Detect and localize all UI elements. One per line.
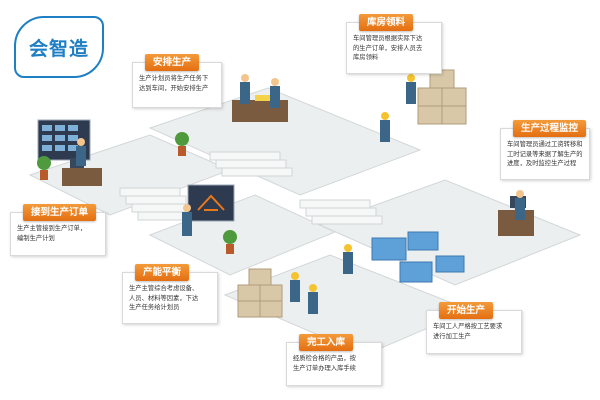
step-title-monitor: 生产过程监控 <box>513 120 587 137</box>
step-title-start: 开始生产 <box>439 302 494 319</box>
stairs-right <box>299 199 383 225</box>
step-title-order: 接到生产订单 <box>23 204 97 221</box>
step-card-warehouse: 库房领料 车间管理员根据实际下达 的生产订单，安排人员去 库房领料 <box>346 14 442 74</box>
wall-chart-grid <box>42 125 78 151</box>
step-card-finish: 完工入库 经质检合格的产品，按 生产订单办理入库手续 <box>286 334 382 386</box>
production-machines <box>371 231 465 283</box>
potted-plants <box>37 132 237 254</box>
stairs-left <box>119 187 199 221</box>
step-body-monitor: 车间管理员通过工资转移和 工时记录等来据了解生产的 进度，及时监控生产过程 <box>507 141 583 167</box>
finished-goods-boxes <box>237 268 283 318</box>
desk-papers <box>255 95 271 101</box>
step-body-order: 生产主管接到生产订单， 编制生产计划 <box>17 225 87 242</box>
balance-board <box>187 184 235 222</box>
warehouse-boxes <box>417 69 467 125</box>
worker-figures <box>76 74 525 314</box>
step-title-balance: 产能平衡 <box>135 264 190 281</box>
step-card-start: 开始生产 车间工人严格按工艺要求 进行加工生产 <box>426 302 522 354</box>
step-title-warehouse: 库房领料 <box>359 14 414 31</box>
step-card-balance: 产能平衡 生产主管综合考虑设备、 人员、材料等因素，下达 生产任务给计划员 <box>122 264 218 324</box>
stairs-center <box>209 151 293 177</box>
step-card-order: 接到生产订单 生产主管接到生产订单， 编制生产计划 <box>10 204 106 256</box>
step-title-finish: 完工入库 <box>299 334 354 351</box>
logo-text: 会智造 <box>28 37 89 60</box>
step-body-balance: 生产主管综合考虑设备、 人员、材料等因素，下达 生产任务给计划员 <box>129 285 199 311</box>
scale-icon <box>197 194 225 211</box>
step-card-schedule: 安排生产 生产计划员将生产任务下 达到车间，开始安排生产 <box>132 54 222 108</box>
step-body-schedule: 生产计划员将生产任务下 达到车间，开始安排生产 <box>139 75 209 92</box>
step-body-warehouse: 车间管理员根据实际下达 的生产订单，安排人员去 库房领料 <box>353 35 423 61</box>
step-title-schedule: 安排生产 <box>145 54 200 71</box>
step-card-monitor: 生产过程监控 车间管理员通过工资转移和 工时记录等来据了解生产的 进度，及时监控… <box>500 120 590 180</box>
step-body-finish: 经质检合格的产品，按 生产订单办理入库手续 <box>293 355 356 372</box>
step-body-start: 车间工人严格按工艺要求 进行加工生产 <box>433 323 503 340</box>
brand-logo: 会智造 <box>14 16 104 78</box>
office-desk <box>62 168 102 186</box>
